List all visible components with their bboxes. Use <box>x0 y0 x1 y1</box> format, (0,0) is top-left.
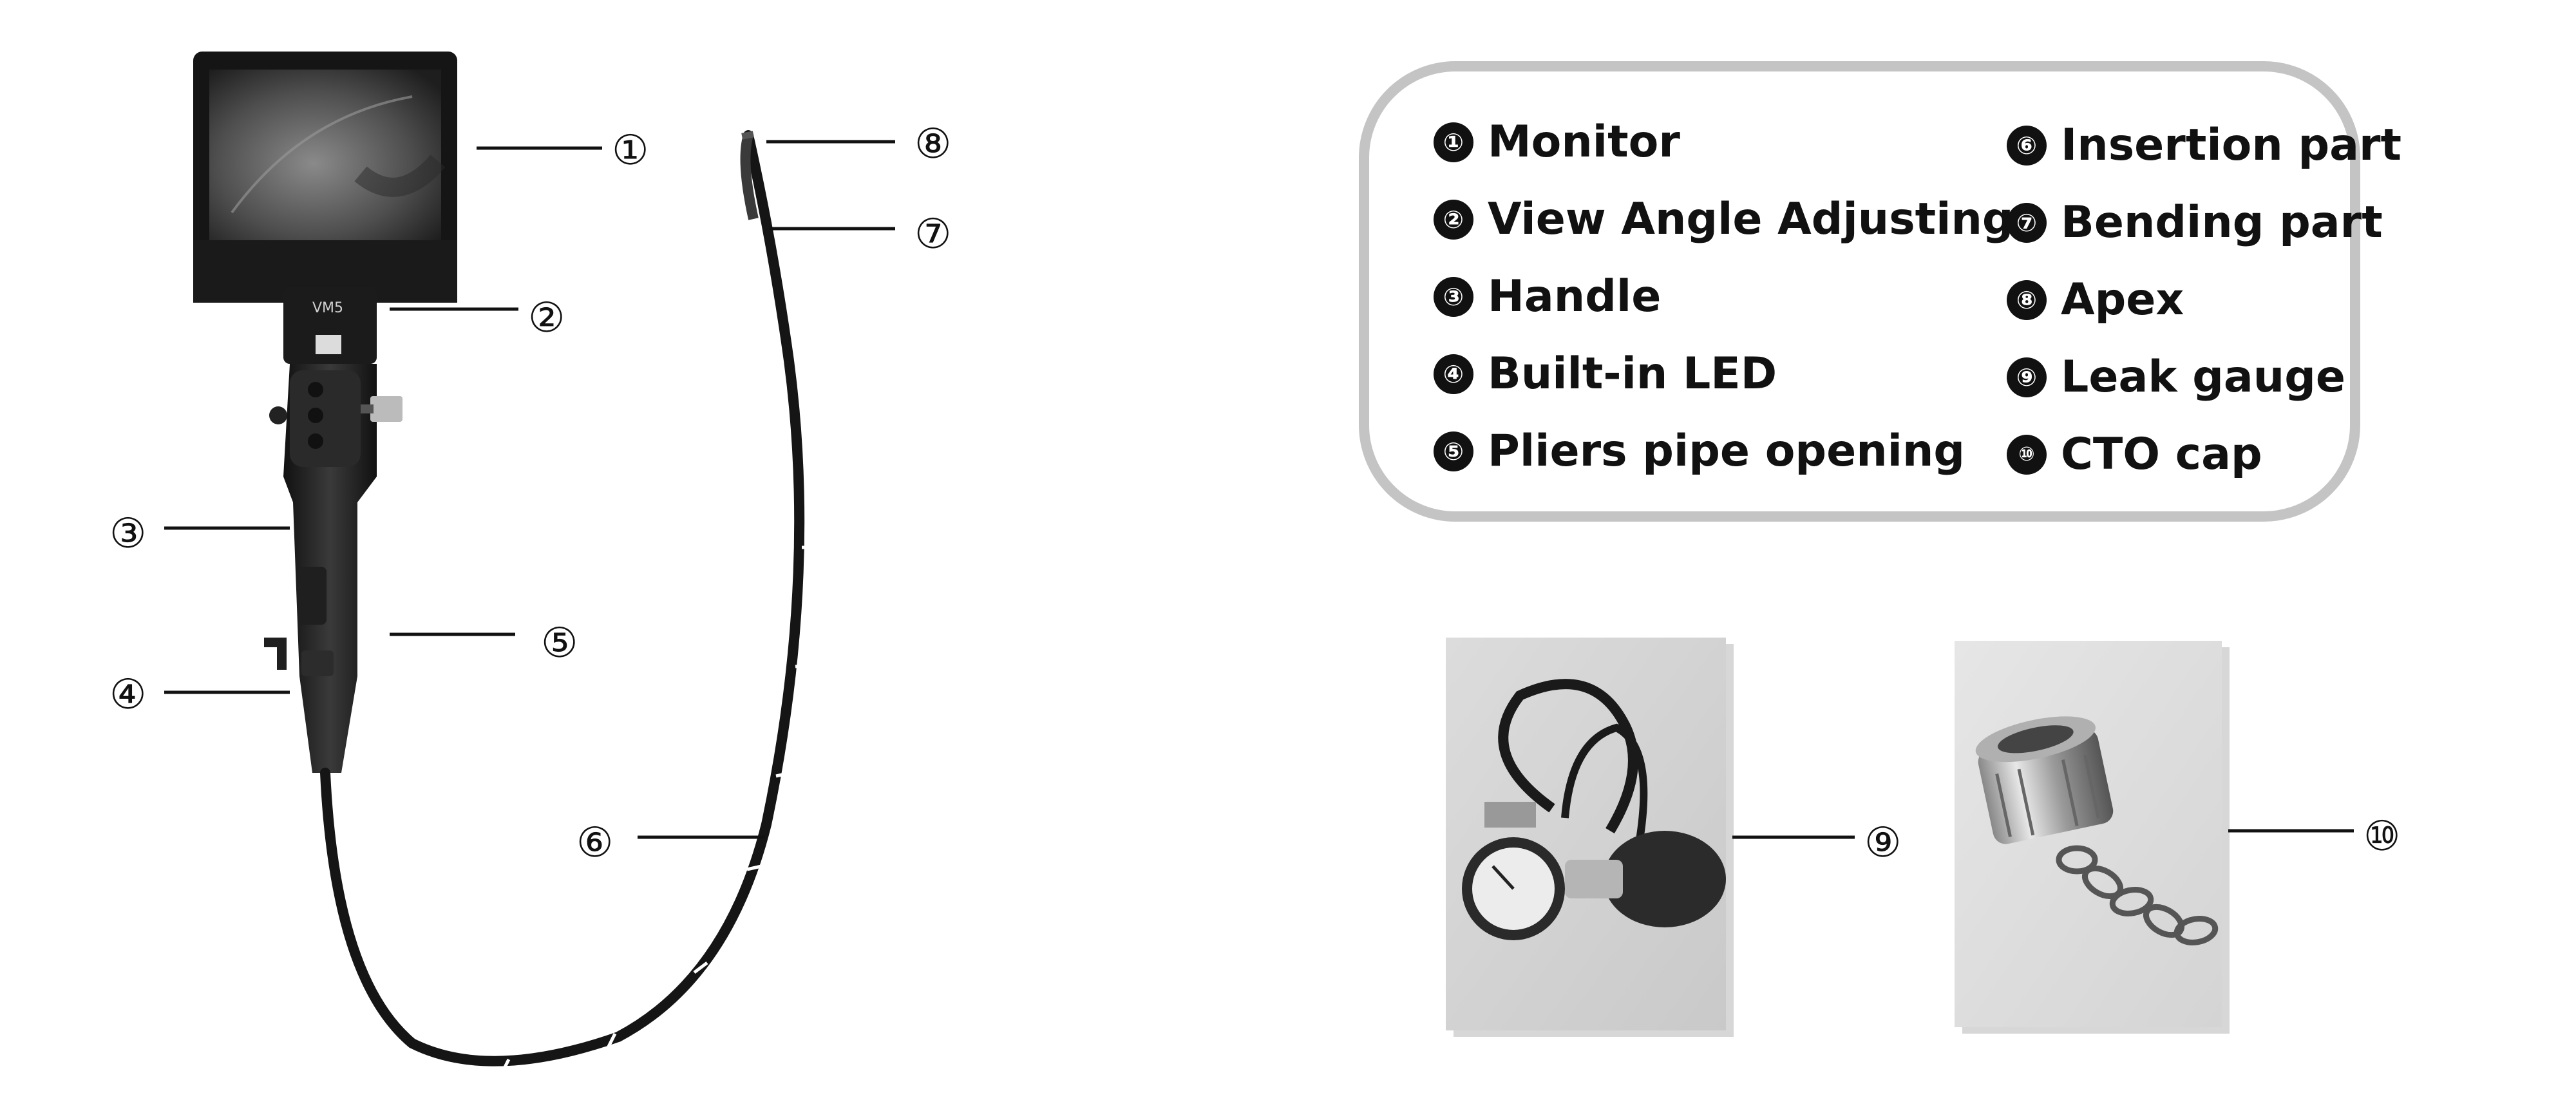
legend-label: Pliers pipe opening <box>1488 426 1965 477</box>
callout-7: ⑦ <box>914 211 951 258</box>
legend-label: Handle <box>1488 271 1662 322</box>
callout-2: ② <box>528 294 565 342</box>
legend-number: ④ <box>1434 354 1473 394</box>
legend-item-6: ⑥ Insertion part <box>2007 120 2401 171</box>
legend-number: ⑩ <box>2007 434 2047 475</box>
legend-number: ⑨ <box>2007 357 2047 397</box>
insertion-tube <box>320 130 805 1066</box>
monitor-screen <box>209 70 441 240</box>
gauge-hose <box>1498 679 1638 834</box>
legend-number: ⑦ <box>2007 202 2047 243</box>
legend-label: View Angle Adjusting <box>1488 194 2014 245</box>
model-label: VM5 <box>312 300 343 316</box>
legend-label: Built-in LED <box>1488 348 1777 399</box>
legend-label: Bending part <box>2061 197 2383 248</box>
legend-item-9: ⑨ Leak gauge <box>2007 352 2345 403</box>
callout-3: ③ <box>109 510 146 558</box>
legend-label: Leak gauge <box>2061 352 2345 403</box>
callouts-device: ① ② ③ ⑤ ④ ⑥ ⑦ ⑧ <box>109 120 951 867</box>
legend-item-3: ③ Handle <box>1434 271 1661 322</box>
legend-item-5: ⑤ Pliers pipe opening <box>1434 426 1965 477</box>
pliers-pipe-opening <box>298 567 327 625</box>
led-switch <box>301 650 334 676</box>
callout-4: ④ <box>109 671 146 719</box>
callout-10: ⑩ <box>2363 813 2400 860</box>
angle-indicator <box>316 335 341 354</box>
legend-label: Insertion part <box>2061 120 2402 171</box>
legend-item-1: ① Monitor <box>1434 117 1680 167</box>
legend-item-2: ② View Angle Adjusting <box>1434 194 2014 245</box>
apex <box>741 131 754 140</box>
legend-number: ② <box>1434 199 1473 240</box>
legend-number: ⑤ <box>1434 431 1473 471</box>
callout-1: ① <box>612 127 649 175</box>
bending-part <box>740 133 759 220</box>
endoscope-device: VM5 <box>193 52 817 1074</box>
callout-8: ⑧ <box>914 120 951 168</box>
callout-5: ⑤ <box>541 620 578 667</box>
legend-number: ① <box>1434 122 1473 162</box>
view-angle-knob <box>283 287 377 364</box>
legend-label: CTO cap <box>2061 429 2262 480</box>
pump-bulb <box>1604 831 1726 927</box>
cto-cap-photo: ⑩ <box>1955 641 2400 1034</box>
callout-9: ⑨ <box>1864 819 1901 867</box>
cap-chain <box>2056 845 2219 945</box>
legend-label: Apex <box>2061 274 2184 325</box>
monitor <box>193 52 457 303</box>
legend-item-7: ⑦ Bending part <box>2007 197 2383 248</box>
callout-6: ⑥ <box>576 819 613 867</box>
legend-label: Monitor <box>1488 117 1680 167</box>
legend-number: ③ <box>1434 276 1473 317</box>
leak-gauge-photo: ⑨ <box>1446 638 1901 1037</box>
legend-item-4: ④ Built-in LED <box>1434 348 1777 399</box>
connector-port <box>370 396 402 422</box>
legend-box: ① Monitor ② View Angle Adjusting ③ Handl… <box>1359 61 2401 522</box>
legend-item-8: ⑧ Apex <box>2007 274 2184 325</box>
legend-number: ⑧ <box>2007 280 2047 320</box>
legend-number: ⑥ <box>2007 125 2047 166</box>
legend-item-10: ⑩ CTO cap <box>2007 429 2262 480</box>
